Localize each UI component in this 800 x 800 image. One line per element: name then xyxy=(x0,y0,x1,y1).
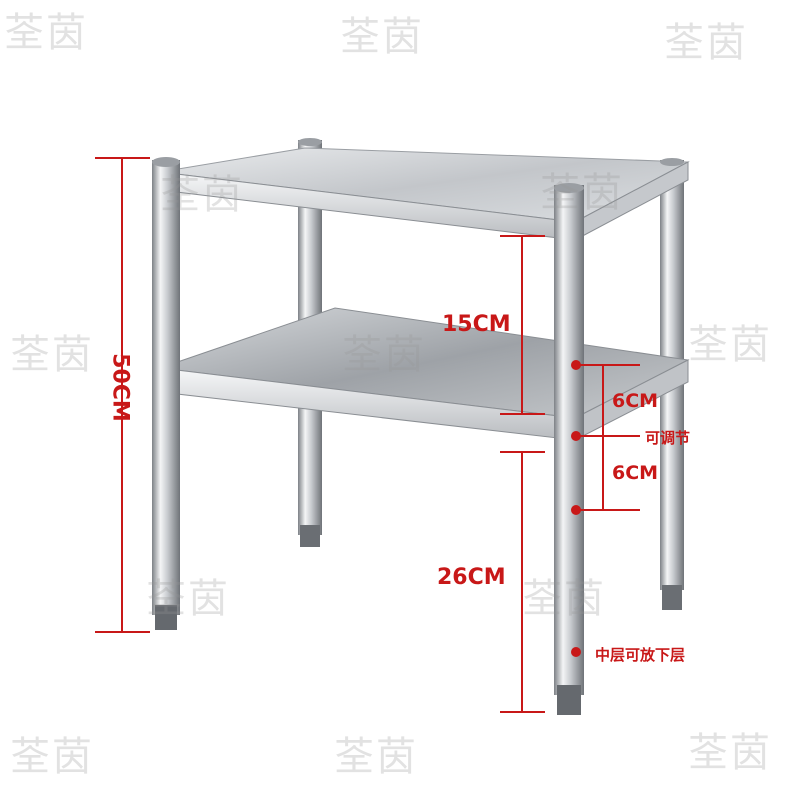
dimension-lines xyxy=(95,157,640,713)
watermark: 荃茵 xyxy=(10,332,94,378)
watermark: 荃茵 xyxy=(340,14,424,60)
watermark: 荃茵 xyxy=(688,730,772,776)
adjust-down-label: 6CM xyxy=(612,462,659,484)
watermark: 荃茵 xyxy=(688,322,772,368)
watermark: 荃茵 xyxy=(334,734,418,780)
front-left-foot xyxy=(155,605,177,630)
watermark: 荃茵 xyxy=(342,332,426,378)
watermark: 荃茵 xyxy=(10,734,94,780)
watermark: 荃茵 xyxy=(160,172,244,218)
watermark: 荃茵 xyxy=(540,170,624,216)
watermark: 荃茵 xyxy=(4,10,88,56)
front-left-leg xyxy=(152,160,180,615)
lower-gap-label: 26CM xyxy=(437,565,506,590)
upper-gap-label: 15CM xyxy=(442,312,511,337)
back-left-foot xyxy=(300,525,320,547)
cap-front-right xyxy=(554,183,584,193)
adjust-hole-middle xyxy=(571,431,581,441)
cap-front-left xyxy=(152,157,180,167)
adjust-hole-bottom xyxy=(571,647,581,657)
back-right-foot xyxy=(662,585,682,610)
front-right-foot xyxy=(557,685,581,715)
watermark: 荃茵 xyxy=(522,576,606,622)
middle-shelf-note: 中层可放下层 xyxy=(595,646,686,664)
adjust-hole-lower xyxy=(571,505,581,515)
total-height-label: 50CM xyxy=(107,353,133,422)
adjustable-note: 可调节 xyxy=(645,429,691,447)
watermark: 荃茵 xyxy=(146,576,230,622)
cap-back-right xyxy=(660,158,684,166)
adjust-hole-upper xyxy=(571,360,581,370)
cap-back-left xyxy=(298,138,322,146)
watermark: 荃茵 xyxy=(664,20,748,66)
adjust-up-label: 6CM xyxy=(612,390,659,412)
